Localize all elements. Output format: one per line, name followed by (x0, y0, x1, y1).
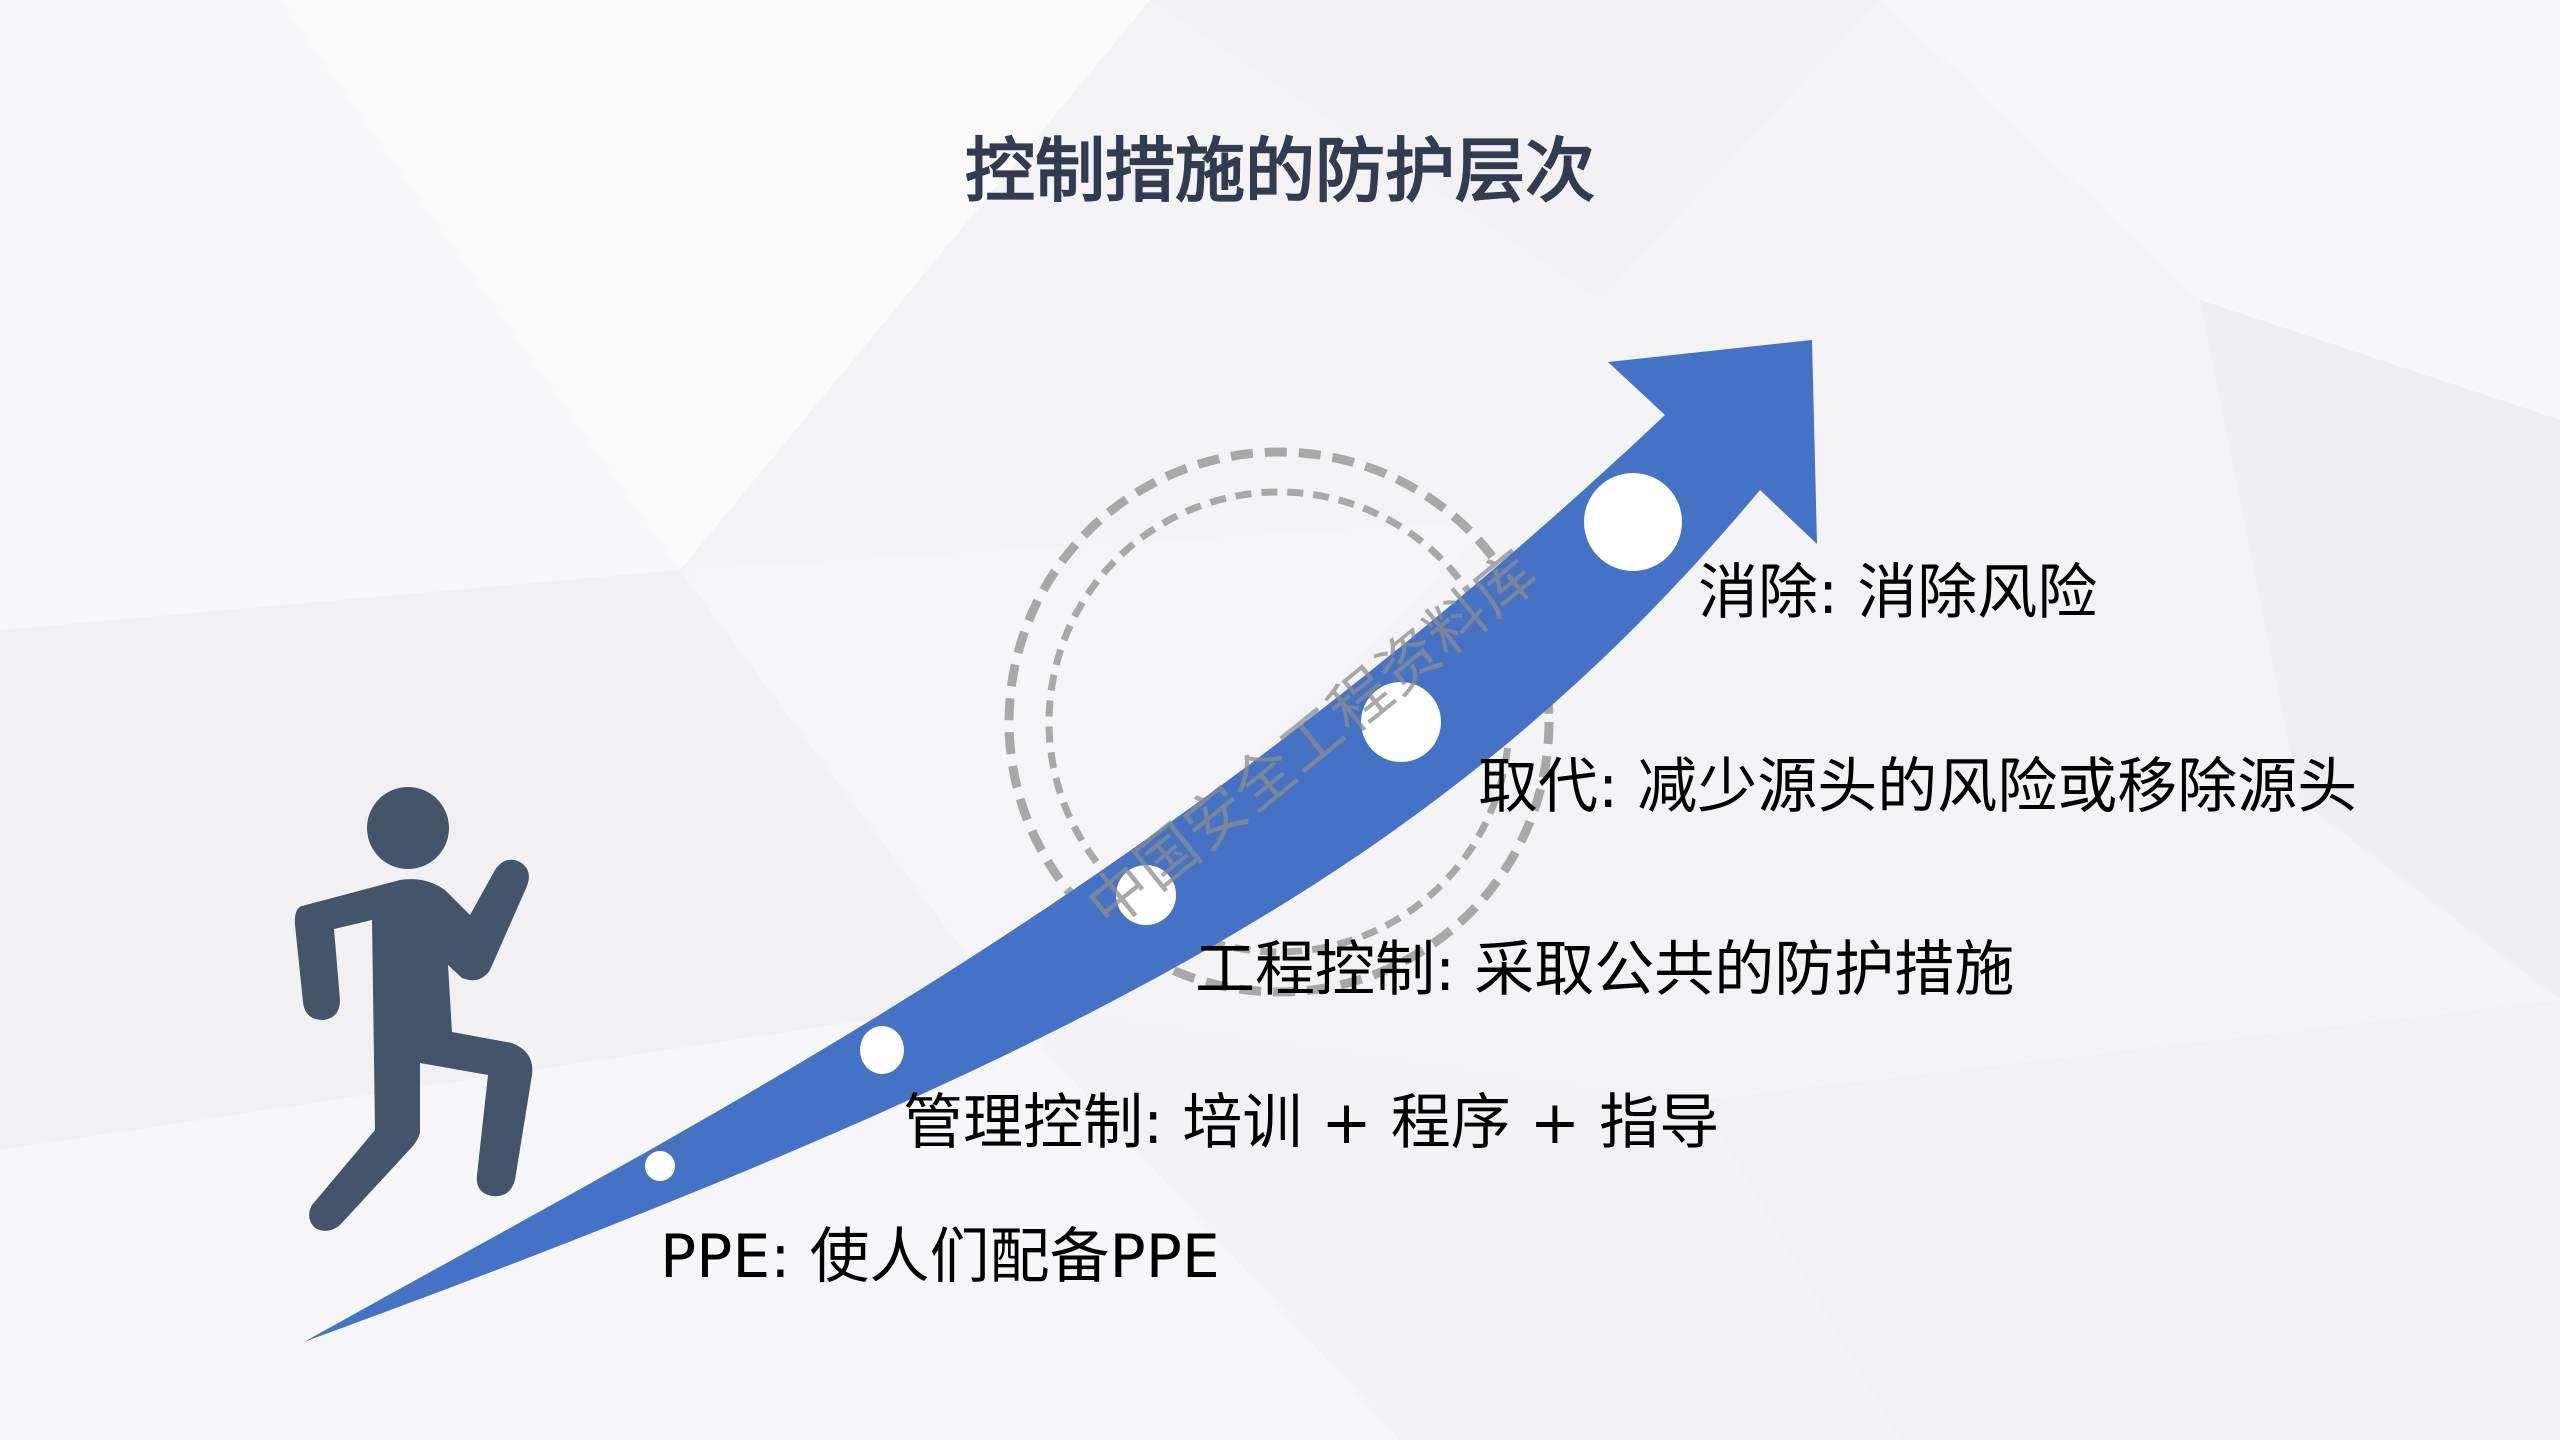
upward-curved-arrow-icon (304, 340, 1817, 1342)
dot-elimination (1584, 473, 1682, 571)
dot-ppe (645, 1151, 675, 1181)
level-label-substitution: 取代: 减少源头的风险或移除源头 (1478, 752, 2358, 822)
level-label-administrative: 管理控制: 培训 + 程序 + 指导 (903, 1088, 1720, 1158)
level-label-elimination: 消除: 消除风险 (1698, 558, 2098, 628)
dot-engineering (1116, 865, 1176, 925)
slide-title: 控制措施的防护层次 (965, 130, 1595, 212)
dot-administrative (860, 1026, 904, 1074)
level-label-ppe: PPE: 使人们配备PPE (660, 1222, 1220, 1292)
running-person-icon (294, 787, 533, 1231)
level-dots (645, 473, 1682, 1181)
dot-substitution (1361, 682, 1441, 762)
level-label-engineering: 工程控制: 采取公共的防护措施 (1195, 935, 2015, 1005)
